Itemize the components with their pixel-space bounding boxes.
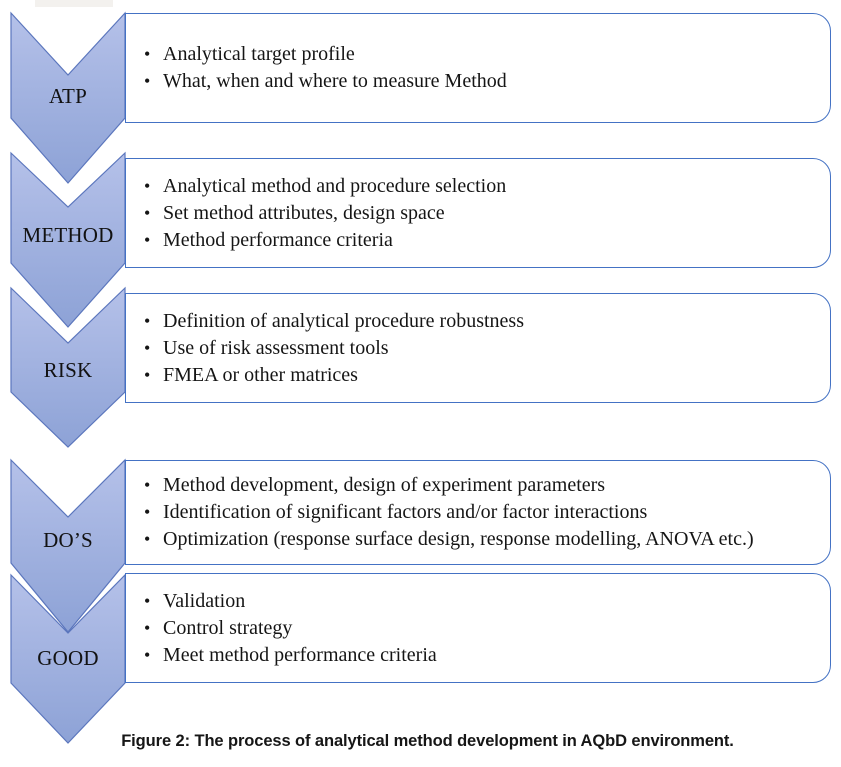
bullet-list: Analytical method and procedure selectio… [142, 173, 506, 254]
figure-caption: Figure 2: The process of analytical meth… [121, 732, 734, 750]
bullet-item: Method development, design of experiment… [142, 472, 754, 499]
bullet-item: Validation [142, 588, 437, 615]
chevron-arrow-icon [10, 573, 126, 744]
bullet-list: Validation Control strategy Meet method … [142, 588, 437, 669]
bullet-list: Definition of analytical procedure robus… [142, 308, 524, 389]
step-box-good: Validation Control strategy Meet method … [125, 573, 831, 683]
bullet-item: FMEA or other matrices [142, 362, 524, 389]
bullet-item: What, when and where to measure Method [142, 68, 507, 95]
bullet-list: Method development, design of experiment… [142, 472, 754, 553]
bullet-item: Meet method performance criteria [142, 642, 437, 669]
bullet-list: Analytical target profile What, when and… [142, 41, 507, 95]
bullet-item: Control strategy [142, 615, 437, 642]
bullet-item: Method performance criteria [142, 227, 506, 254]
bullet-item: Use of risk assessment tools [142, 335, 524, 362]
step-box-risk: Definition of analytical procedure robus… [125, 293, 831, 403]
step-label-dos: DO’S [43, 528, 93, 552]
step-box-dos: Method development, design of experiment… [125, 460, 831, 565]
step-label-method: METHOD [22, 223, 114, 247]
bullet-item: Set method attributes, design space [142, 200, 506, 227]
bullet-item: Identification of significant factors an… [142, 499, 754, 526]
bullet-item: Optimization (response surface design, r… [142, 526, 754, 553]
step-label-good: GOOD [37, 646, 99, 670]
bullet-item: Definition of analytical procedure robus… [142, 308, 524, 335]
bullet-item: Analytical target profile [142, 41, 507, 68]
step-box-atp: Analytical target profile What, when and… [125, 13, 831, 123]
bullet-item: Analytical method and procedure selectio… [142, 173, 506, 200]
scan-artifact [35, 0, 113, 7]
step-label-risk: RISK [43, 358, 93, 382]
step-box-method: Analytical method and procedure selectio… [125, 158, 831, 268]
step-label-atp: ATP [49, 84, 87, 108]
